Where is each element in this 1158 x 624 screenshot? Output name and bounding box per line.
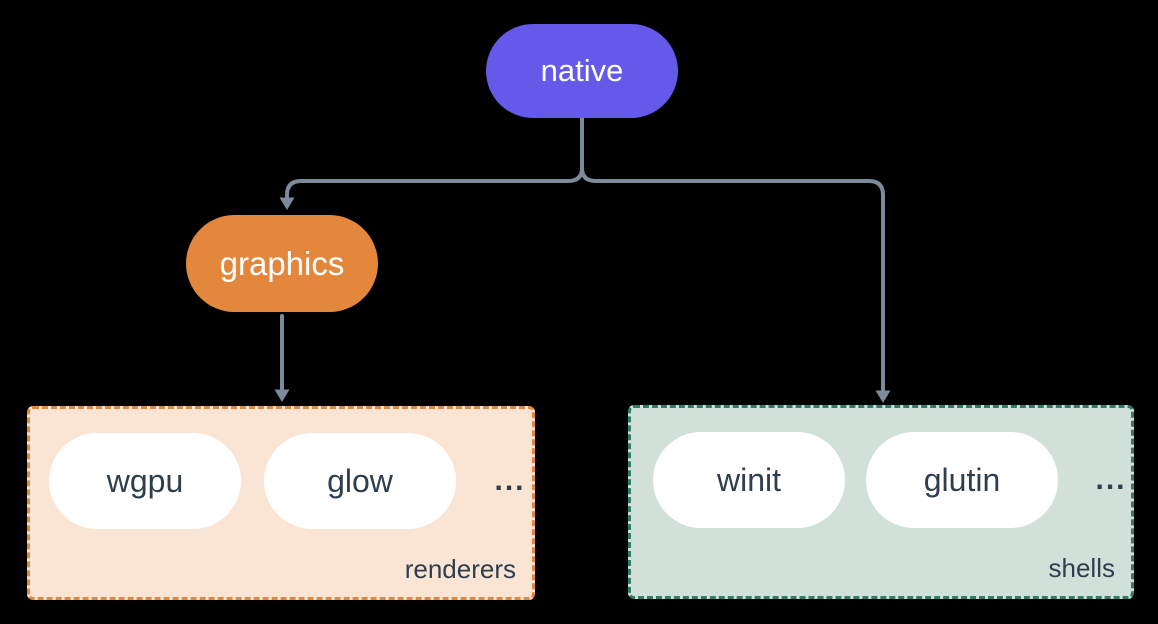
node-native-label: native [540,53,624,88]
edge-native-to-shells [580,166,885,392]
node-graphics-label: graphics [219,244,345,282]
node-native: native [486,24,678,118]
arrowhead-shells [875,390,891,403]
node-glutin-label: glutin [923,461,1001,498]
shells-ellipsis: ... [1095,463,1127,496]
group-shells: winit glutin ... shells [628,405,1134,599]
node-glow: glow [264,433,456,529]
arrowhead-graphics [279,197,295,210]
arrowhead-renderers [274,389,290,402]
edge-native-to-graphics [285,116,584,199]
node-winit-label: winit [716,461,781,498]
node-graphics: graphics [186,215,378,312]
renderers-ellipsis: ... [494,464,526,497]
node-glutin: glutin [866,432,1058,528]
node-wgpu: wgpu [49,433,241,529]
shells-group-label: shells [1048,553,1115,583]
node-winit: winit [653,432,845,528]
group-renderers: wgpu glow ... renderers [27,406,535,600]
renderers-group-label: renderers [404,554,516,584]
node-wgpu-label: wgpu [106,462,184,499]
node-glow-label: glow [327,462,393,499]
